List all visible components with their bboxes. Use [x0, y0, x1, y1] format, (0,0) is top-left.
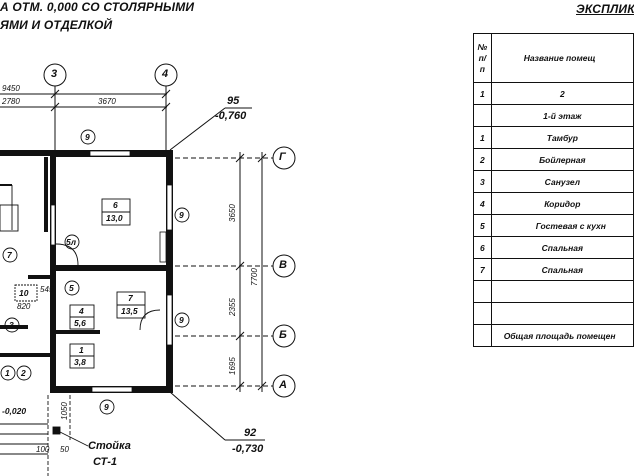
empty-cell	[473, 280, 492, 303]
window-mark-right-lower: 9	[179, 315, 184, 325]
axis-label-3: 3	[51, 68, 58, 80]
table-row: Общая площадь помещен	[473, 324, 634, 347]
explication-table: № п/п Название помещ 1 2 1-й этаж 1 Тамб…	[473, 33, 634, 347]
row-num: 1	[473, 126, 492, 149]
table-row: 3 Санузел	[473, 170, 634, 193]
floor-num-cell	[473, 104, 492, 127]
row-name: Санузел	[490, 170, 634, 193]
table-row: 5 Гостевая с кухн	[473, 214, 634, 237]
room-num-4: 4	[79, 306, 84, 316]
dim-50: 50	[60, 445, 69, 454]
row-name: Спальная	[490, 258, 634, 281]
level-top-right: -0,760	[215, 110, 247, 122]
table-row: 2 Бойлерная	[473, 148, 634, 171]
room-num-6: 6	[113, 200, 118, 210]
room-num-7: 7	[128, 293, 133, 303]
colnum-2: 2	[490, 82, 634, 105]
dim-1050: 1050	[60, 402, 69, 420]
level-bottom-right: -0,730	[232, 443, 264, 455]
empty-cell	[473, 324, 492, 347]
post-st1	[52, 426, 61, 435]
plan-title-line1: А ОТМ. 0,000 СО СТОЛЯРНЫМИ	[0, 0, 195, 14]
empty-cell	[490, 302, 634, 325]
axis-label-4: 4	[162, 68, 169, 80]
row-name: Бойлерная	[490, 148, 634, 171]
axis-label-a: А	[279, 379, 287, 391]
mark-5l: 5л	[66, 237, 77, 247]
dim-2780: 2780	[2, 97, 20, 106]
row-num: 6	[473, 236, 492, 259]
mark-95: 95	[227, 95, 240, 107]
plan-title-line2: ЯМИ И ОТДЕЛКОЙ	[0, 18, 113, 32]
table-row: 1 2	[473, 82, 634, 105]
empty-cell	[490, 280, 634, 303]
post-code: СТ-1	[93, 456, 118, 468]
room-area-6: 13,0	[106, 213, 123, 223]
mark-2: 2	[21, 368, 26, 378]
window-mark-right-upper: 9	[179, 210, 184, 220]
dim-1695: 1695	[228, 357, 237, 375]
colnum-1: 1	[473, 82, 492, 105]
axis-label-v: В	[279, 259, 287, 271]
dim-7700: 7700	[250, 268, 259, 286]
table-row	[473, 302, 634, 325]
table-row: 7 Спальная	[473, 258, 634, 281]
dim-820: 820	[17, 302, 31, 311]
dim-2355: 2355	[228, 298, 237, 316]
window-mark-bottom: 9	[104, 402, 109, 412]
row-name: Спальная	[490, 236, 634, 259]
window-mark-top: 9	[85, 132, 90, 142]
dim-545: 545	[40, 285, 54, 294]
table-row: 1-й этаж	[473, 104, 634, 127]
mark-92: 92	[244, 427, 257, 439]
mark-5: 5	[69, 283, 74, 293]
room-num-1: 1	[79, 345, 84, 355]
table-row: 6 Спальная	[473, 236, 634, 259]
empty-cell	[473, 302, 492, 325]
mark-10: 10	[19, 288, 29, 298]
dim-total: 9450	[2, 84, 20, 93]
room-area-4: 5,6	[74, 318, 86, 328]
table-row	[473, 280, 634, 303]
total-label: Общая площадь помещен	[490, 324, 634, 347]
row-name: Тамбур	[490, 126, 634, 149]
row-num: 5	[473, 214, 492, 237]
room-area-1: 3,8	[74, 357, 86, 367]
level-left: -0,020	[2, 406, 27, 416]
row-num: 3	[473, 170, 492, 193]
dim-3670: 3670	[98, 97, 116, 106]
header-name: Название помещ	[490, 33, 634, 83]
axis-label-g: Г	[279, 151, 286, 163]
explication-title: ЭКСПЛИКА	[576, 2, 634, 16]
room-area-7: 13,5	[121, 306, 138, 316]
post-label: Стойка	[88, 440, 131, 452]
table-row: 1 Тамбур	[473, 126, 634, 149]
wall-column-3	[50, 150, 56, 393]
header-num: № п/п	[473, 33, 492, 83]
mark-7: 7	[7, 250, 12, 260]
mark-3: 3	[9, 320, 14, 330]
wall-mid	[50, 265, 173, 271]
table-header-row: № п/п Название помещ	[473, 33, 634, 83]
axis-label-b: Б	[279, 329, 287, 341]
row-name: Гостевая с кухн	[490, 214, 634, 237]
dim-100: 100	[36, 445, 50, 454]
table-row: 4 Коридор	[473, 192, 634, 215]
row-num: 2	[473, 148, 492, 171]
row-num: 4	[473, 192, 492, 215]
row-name: Коридор	[490, 192, 634, 215]
dim-3650: 3650	[228, 204, 237, 222]
mark-1: 1	[5, 368, 10, 378]
floor-label: 1-й этаж	[490, 104, 634, 127]
row-num: 7	[473, 258, 492, 281]
